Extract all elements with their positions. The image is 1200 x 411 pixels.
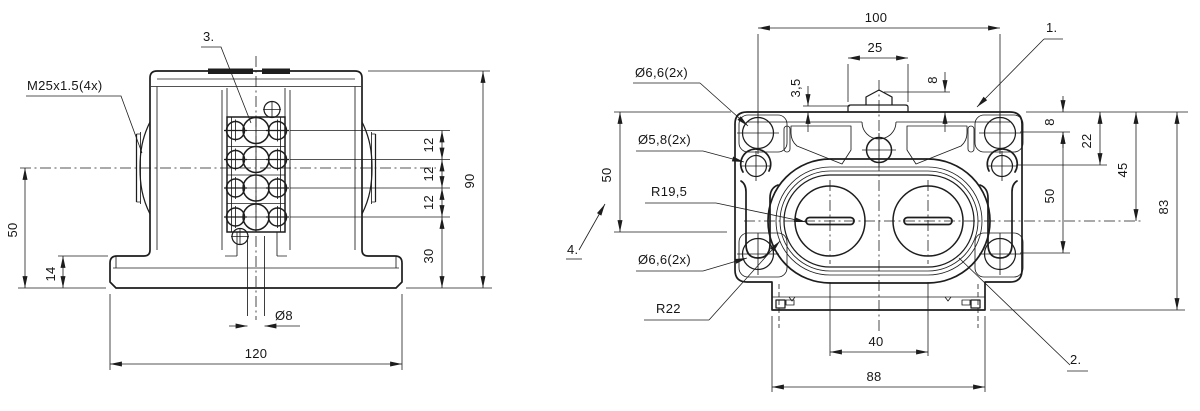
top-view-part xyxy=(734,80,1142,356)
item-2-label: 2. xyxy=(1070,352,1081,367)
dim-3-5: 3,5 xyxy=(788,79,803,98)
top-outline xyxy=(734,111,1023,311)
dim-30: 30 xyxy=(421,248,436,263)
dim-12-c: 12 xyxy=(421,195,436,210)
callout-r-inner: R19,5 xyxy=(651,184,687,199)
center-hole-lines xyxy=(247,236,265,316)
dim-14: 14 xyxy=(43,266,58,281)
dim-25: 25 xyxy=(867,40,882,55)
bottom-clips xyxy=(775,284,981,328)
item-3-label: 3. xyxy=(203,29,214,44)
top-view: 100 25 3,5 8 8 22 45 50 83 xyxy=(566,10,1188,392)
item-1-label: 1. xyxy=(1046,20,1057,35)
terminal-row xyxy=(224,115,289,146)
dim-45: 45 xyxy=(1115,162,1130,177)
dim-100: 100 xyxy=(865,10,888,25)
dim-12-a: 12 xyxy=(421,137,436,152)
top-pockets xyxy=(783,125,975,165)
pilot-holes xyxy=(741,151,1017,181)
dim-8-right: 8 xyxy=(1042,118,1057,126)
dim-12-b: 12 xyxy=(421,166,436,181)
dim-88: 88 xyxy=(866,369,881,384)
corner-lug-tr xyxy=(974,114,1024,153)
top-view-dimensions: 100 25 3,5 8 8 22 45 50 83 xyxy=(566,10,1188,392)
callout-hole-top: Ø6,6(2x) xyxy=(635,65,688,80)
callout-r-outer: R22 xyxy=(656,301,681,316)
face-contour xyxy=(739,148,1019,259)
dim-50-right: 50 xyxy=(1042,188,1057,203)
terminal-row xyxy=(224,202,289,232)
terminal-strip xyxy=(224,100,289,246)
terminal-row xyxy=(224,173,289,203)
dim-50-left-top: 50 xyxy=(599,167,614,182)
front-view-part xyxy=(20,56,436,320)
front-view-dimensions: 50 14 12 12 12 30 90 120 Ø8 M25x1. xyxy=(5,29,492,370)
dim-40: 40 xyxy=(868,334,883,349)
top-vent-slot-right xyxy=(262,68,290,74)
dim-90: 90 xyxy=(462,173,477,188)
dim-22: 22 xyxy=(1079,133,1094,148)
callout-hole-mid: Ø5,8(2x) xyxy=(638,132,691,147)
dim-8-top: 8 xyxy=(925,76,940,84)
corner-lug-bl xyxy=(738,232,788,278)
callout-hole-bottom: Ø6,6(2x) xyxy=(638,252,691,267)
front-view: 50 14 12 12 12 30 90 120 Ø8 M25x1. xyxy=(5,29,492,370)
dim-120: 120 xyxy=(245,346,268,361)
dim-83: 83 xyxy=(1156,199,1171,214)
corner-lug-tl xyxy=(738,114,788,153)
rail-tab xyxy=(847,89,909,112)
corner-lug-br xyxy=(974,232,1024,278)
thread-callout: M25x1.5(4x) xyxy=(27,78,103,93)
dim-dia8: Ø8 xyxy=(275,308,293,323)
terminal-row xyxy=(224,144,289,175)
item-4-label: 4. xyxy=(567,242,578,257)
dim-50-left: 50 xyxy=(5,222,20,237)
